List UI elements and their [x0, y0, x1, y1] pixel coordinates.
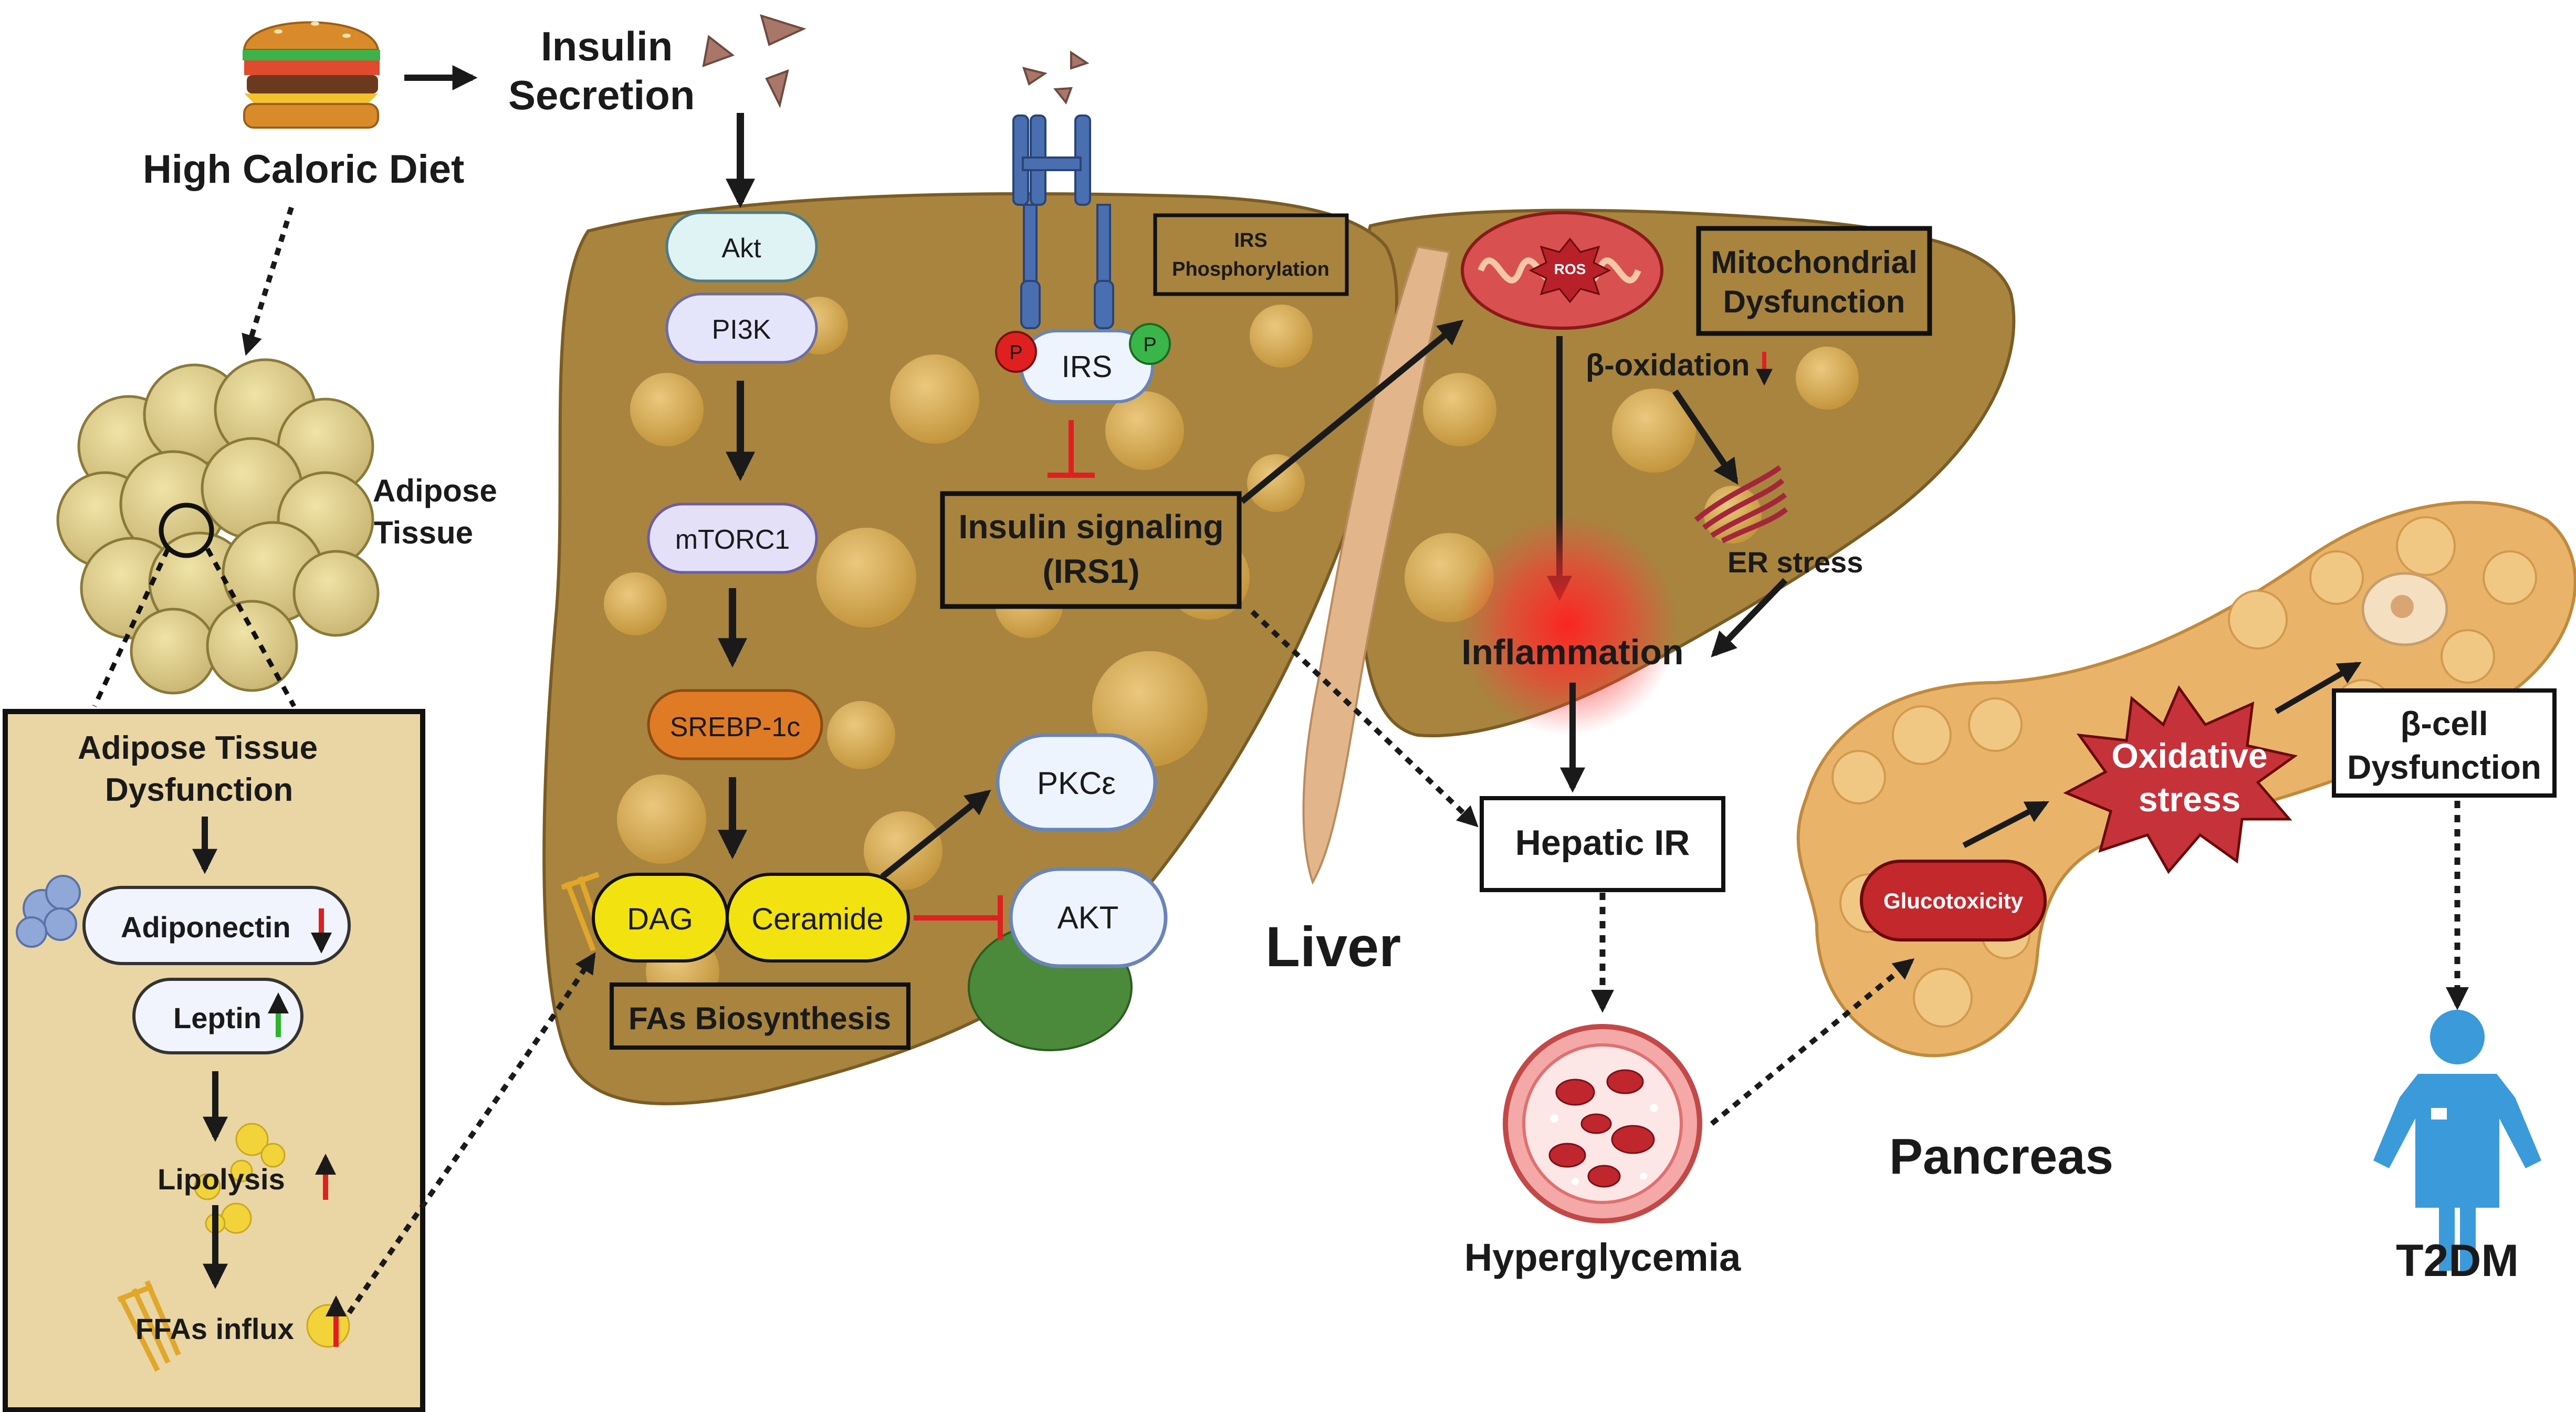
adipose-label-line1: Adipose — [373, 473, 497, 508]
ffas-label: FFAs influx — [135, 1312, 294, 1345]
phospho-left-icon — [995, 331, 1037, 373]
insulin-receptor-icon — [1012, 114, 1114, 329]
adiponectin-protein-icon — [16, 875, 81, 948]
liver-ligament — [1302, 245, 1451, 885]
dag-label: DAG — [627, 902, 693, 936]
mito-box-line1: Mitochondrial — [1711, 245, 1917, 280]
diet-title: High Caloric Diet — [143, 147, 464, 192]
adipose-box-title-line1: Adipose Tissue — [78, 730, 318, 766]
mtorc1-pill — [647, 503, 818, 574]
irs-label: IRS — [1062, 350, 1113, 384]
hepatic-ir-label: Hepatic IR — [1515, 823, 1690, 863]
hyperglycemia-label: Hyperglycemia — [1464, 1236, 1741, 1279]
adipose-dysfunction-panel: Adipose Tissue Dysfunction Adiponectin L… — [3, 709, 425, 1412]
inhibit-irs-signaling — [1048, 420, 1095, 478]
ros-burst-icon — [1528, 237, 1611, 304]
adipose-tissue-icon — [56, 358, 380, 695]
secretion-line2: Secretion — [508, 72, 695, 118]
pi3k-label: PI3K — [712, 315, 771, 345]
inflammation-glow — [1457, 515, 1678, 735]
arrow-signaling-to-hepatic — [1250, 610, 1479, 828]
srebp-label: SREBP-1c — [670, 712, 801, 742]
insulin-signaling-box — [940, 491, 1242, 609]
adiponectin-pill — [82, 886, 351, 965]
liver-label: Liver — [1265, 915, 1401, 978]
mtorc1-label: mTORC1 — [675, 525, 790, 555]
pi3k-pill — [665, 292, 818, 364]
inflammation-label: Inflammation — [1461, 632, 1683, 672]
mito-dysfunction-box — [1696, 226, 1932, 336]
oxidative-stress-burst-icon — [2063, 685, 2298, 874]
arrow-signaling-to-mito — [1240, 319, 1464, 504]
fas-biosynthesis-label: FAs Biosynthesis — [629, 1001, 891, 1036]
akt-pill — [665, 211, 818, 283]
lipid-droplets-icon — [194, 1123, 286, 1234]
akt-label: Akt — [721, 233, 761, 264]
er-stress-icon — [1694, 465, 1788, 543]
pancreas-label: Pancreas — [1889, 1128, 2113, 1185]
insulin-particles-icon — [702, 14, 1090, 108]
patient-person-icon — [2373, 1010, 2541, 1271]
zoom-line-right — [205, 547, 296, 708]
lipolysis-label: Lipolysis — [158, 1163, 285, 1196]
t2dm-label: T2DM — [2396, 1236, 2519, 1286]
ceramide-label: Ceramide — [751, 902, 883, 936]
beta-line2: Dysfunction — [2347, 748, 2541, 786]
secretion-line1: Insulin — [541, 23, 673, 69]
arrow-ceramide-to-pkce — [880, 790, 991, 880]
adipose-zoom-circle — [159, 503, 214, 558]
glucotoxicity-label: Glucotoxicity — [1883, 888, 2024, 913]
fas-biosynthesis-box — [610, 982, 910, 1050]
glucotoxicity-pill — [1860, 860, 2047, 942]
fatty-acid-molecule-icon — [117, 1280, 181, 1372]
phospho-left-label: P — [1009, 342, 1022, 364]
arrow-diet-to-adipose — [242, 206, 294, 356]
blood-vessel-icon — [1503, 1024, 1702, 1223]
irs-phos-line2: Phosphorylation — [1172, 258, 1329, 280]
irs-phosphorylation-box — [1153, 213, 1349, 296]
pkce-pill — [996, 733, 1157, 832]
insulin-signaling-line1: Insulin signaling — [959, 508, 1224, 546]
er-stress-label: ER stress — [1727, 546, 1863, 579]
adipose-box-title-line2: Dysfunction — [105, 772, 293, 808]
oxidative-line1: Oxidative — [2111, 736, 2267, 775]
mito-box-line2: Dysfunction — [1723, 284, 1905, 319]
phospho-right-label: P — [1143, 334, 1156, 356]
arrow-hyper-to-gluco — [1710, 958, 1915, 1126]
irs-phos-line1: IRS — [1234, 229, 1267, 252]
adiponectin-label: Adiponectin — [121, 911, 291, 944]
burger-icon — [243, 21, 380, 129]
leptin-pill — [132, 978, 303, 1054]
ceramide-pill — [726, 873, 910, 963]
oxidative-line2: stress — [2139, 780, 2241, 819]
ros-label: ROS — [1554, 261, 1586, 277]
akt2-pill — [1009, 867, 1168, 968]
insulin-signaling-line2: (IRS1) — [1043, 552, 1140, 590]
zoom-line-left — [92, 548, 171, 707]
srebp-pill — [647, 689, 823, 760]
inhibit-ceramide-akt — [914, 895, 1003, 940]
pkce-label: PKCε — [1037, 766, 1116, 801]
phospho-right-icon — [1129, 323, 1171, 365]
boxidation-label: β-oxidation — [1586, 348, 1750, 382]
akt2-label: AKT — [1057, 900, 1119, 935]
beta-cell-dysfunction-box — [2332, 688, 2557, 798]
arrow-ffas-to-dag — [347, 952, 596, 1314]
hepatic-ir-box — [1480, 796, 1725, 892]
beta-line1: β-cell — [2400, 705, 2488, 742]
adipose-label-line2: Tissue — [374, 515, 473, 550]
leptin-label: Leptin — [173, 1001, 261, 1034]
